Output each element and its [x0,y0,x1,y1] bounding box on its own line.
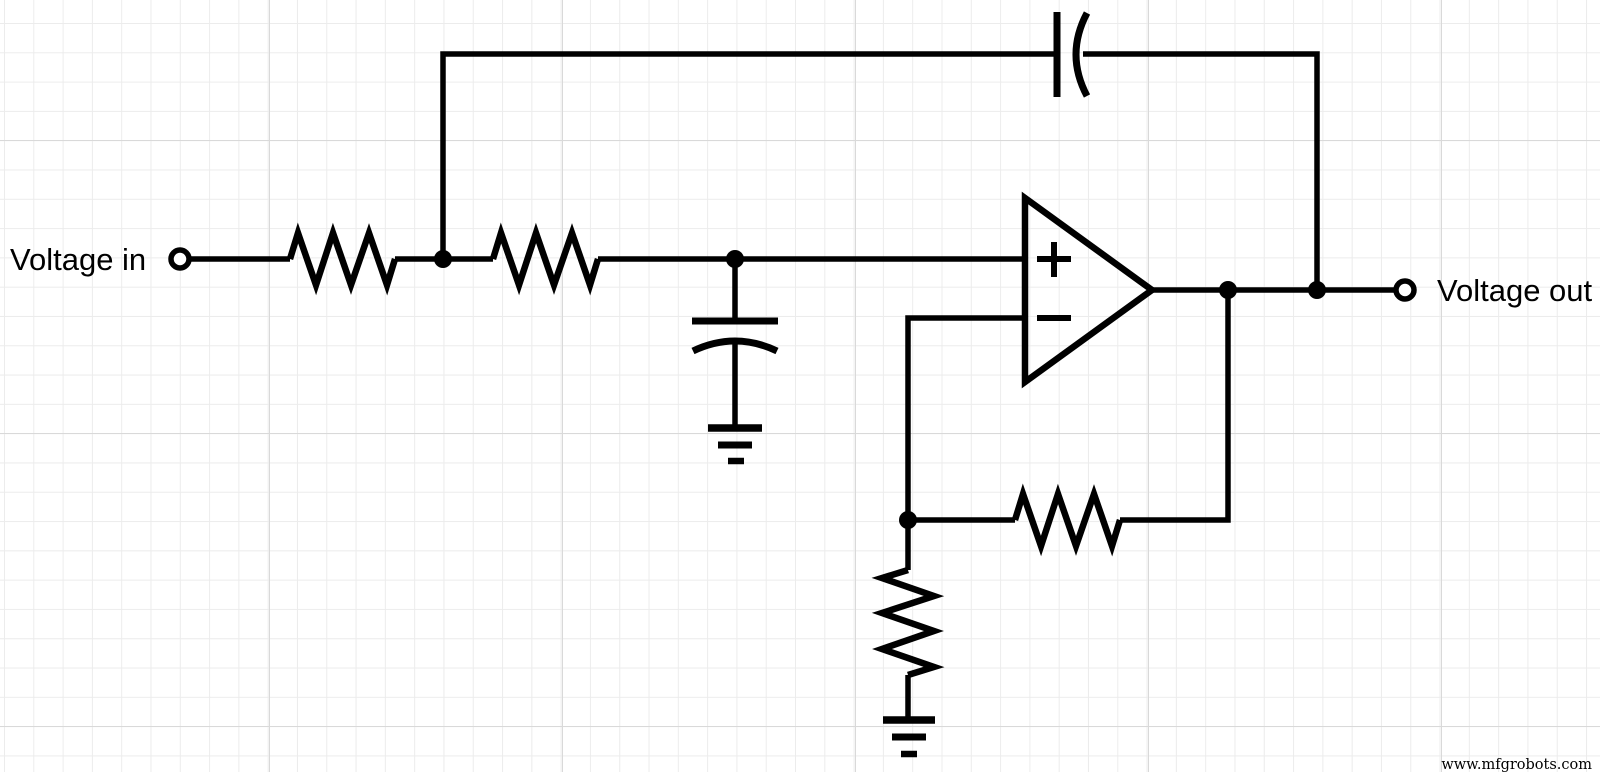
resistor-feedback-icon [1011,483,1124,557]
wire-feedback-top-right [1083,51,1320,290]
capacitor-shunt-curved-plate [691,337,779,355]
output-terminal [1393,278,1417,302]
input-terminal [168,247,192,271]
resistor-r2-icon [489,222,602,296]
resistor-gain-icon [871,566,945,679]
junction-dot-shunt-cap [726,250,744,268]
junction-dot-output-topcap [1308,281,1326,299]
output-label: Voltage out [1437,273,1593,308]
junction-dot-output-feedback [1219,281,1237,299]
capacitor-feedback-icon [1053,11,1091,98]
wire-output-to-feedback-resistor [1120,290,1231,523]
capacitor-feedback-curved-plate [1072,11,1091,98]
opamp-triangle [1021,191,1158,389]
opamp-plus-sign [1037,242,1071,277]
watermark: www.mfgrobots.com [1441,757,1592,772]
ground-shunt-icon [708,424,762,465]
capacitor-shunt-icon [691,317,779,355]
ground-gain-icon [883,716,935,758]
input-label: Voltage in [10,242,146,277]
opamp-icon [1021,191,1158,389]
wire-feedback-top-left [440,51,1057,259]
resistor-r1-icon [286,222,399,296]
junction-dot-r1-feedback [434,250,452,268]
junction-dot-gain-node [899,511,917,529]
wire-minus-input [905,315,1025,520]
